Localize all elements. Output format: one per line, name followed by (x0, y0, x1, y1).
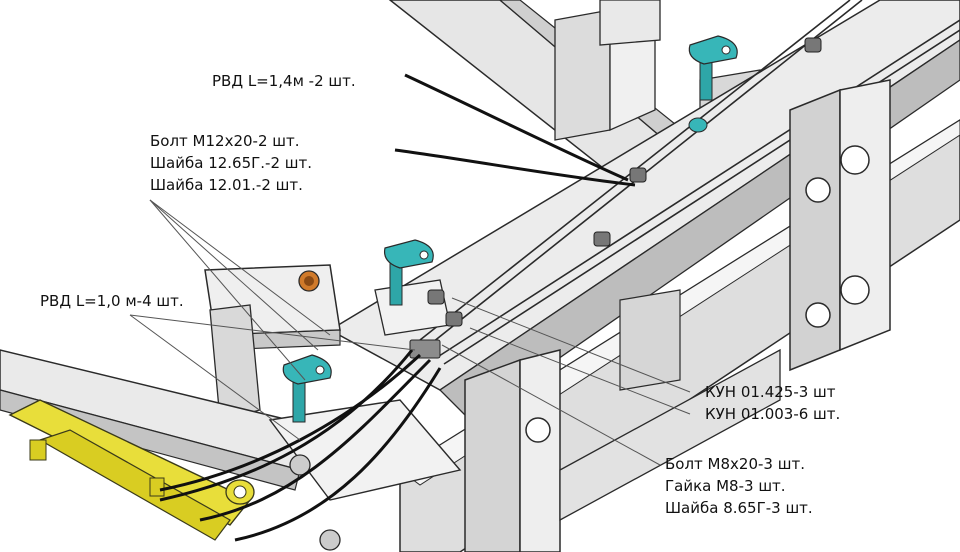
hydraulic-hoses (159, 73, 636, 542)
callout-text: КУН 01.003-6 шт. (705, 405, 841, 423)
callout-text: РВД L=1,0 м-4 шт. (40, 292, 184, 310)
latch-pin-icon (383, 239, 434, 306)
callout-bolt-m8: Болт М8х20-3 шт. Гайка М8-3 шт. Шайба 8.… (665, 453, 813, 519)
hose-clamps (409, 37, 822, 359)
leader-lines (129, 199, 691, 466)
right-plates (464, 79, 891, 552)
latch-pin-icon (282, 354, 332, 423)
callout-text: Болт М12х20-2 шт. (150, 132, 300, 150)
lower-members (559, 289, 781, 522)
callout-text: Гайка М8-3 шт. (665, 477, 786, 495)
callout-rvd-1-0: РВД L=1,0 м-4 шт. (40, 290, 184, 312)
callout-text: КУН 01.425-3 шт (705, 383, 836, 401)
left-arm (204, 264, 341, 421)
callout-bolt-m12: Болт М12х20-2 шт. Шайба 12.65Г.-2 шт. Ша… (150, 130, 312, 196)
callout-kun: КУН 01.425-3 шт КУН 01.003-6 шт. (705, 381, 840, 425)
callout-text: РВД L=1,4м -2 шт. (212, 72, 356, 90)
callout-text: Болт М8х20-3 шт. (665, 455, 805, 473)
latch-pin-icon (688, 35, 738, 133)
callout-text: Шайба 12.65Г.-2 шт. (150, 154, 313, 172)
callout-text: Шайба 8.65Г-3 шт. (665, 499, 813, 517)
callout-text: Шайба 12.01.-2 шт. (150, 176, 303, 194)
callout-rvd-1-4: РВД L=1,4м -2 шт. (212, 70, 356, 92)
